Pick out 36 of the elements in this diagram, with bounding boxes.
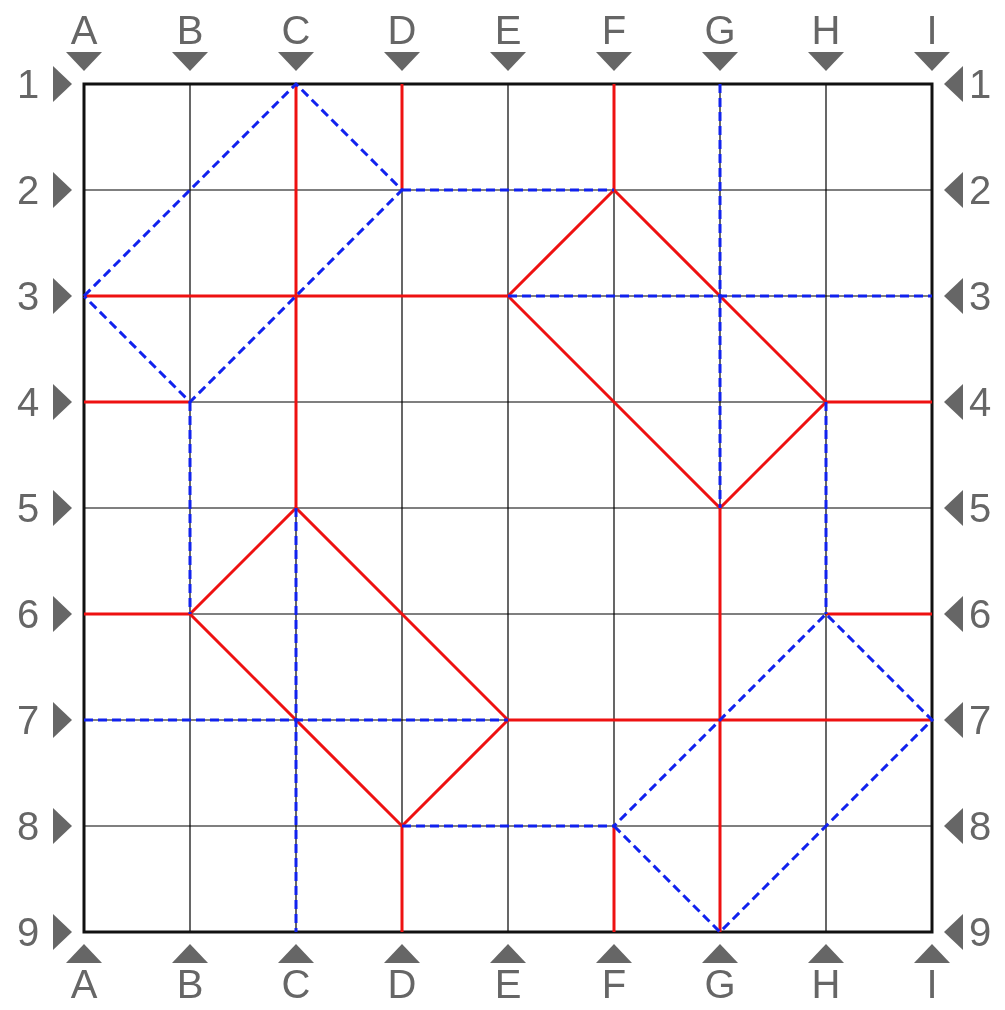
- grid-coordinate: F: [600, 964, 628, 1004]
- grid-coordinate: 4: [15, 382, 41, 422]
- grid-coordinate: 8: [967, 806, 993, 846]
- grid-coordinate: D: [386, 964, 418, 1004]
- grid-coordinate: 3: [967, 276, 993, 316]
- grid-coordinate: G: [703, 964, 737, 1004]
- grid-coordinate: I: [925, 10, 939, 50]
- grid-coordinate: I: [925, 964, 939, 1004]
- grid-coordinate: C: [280, 10, 312, 50]
- grid-coordinate: B: [175, 964, 205, 1004]
- grid-coordinate: D: [386, 10, 418, 50]
- grid-coordinate: 3: [15, 276, 41, 316]
- grid-coordinate: B: [175, 10, 205, 50]
- grid-coordinate: 2: [15, 170, 41, 210]
- grid-coordinate: F: [600, 10, 628, 50]
- grid-coordinate: E: [493, 10, 523, 50]
- grid-coordinate: A: [69, 964, 99, 1004]
- grid-coordinate: 5: [15, 488, 41, 528]
- grid-coordinate: 1: [15, 64, 41, 104]
- grid-coordinate: C: [280, 964, 312, 1004]
- grid-coordinate: 9: [15, 912, 41, 952]
- grid-coordinate: 6: [967, 594, 993, 634]
- grid-coordinate: 9: [967, 912, 993, 952]
- grid-coordinate: 1: [967, 64, 993, 104]
- grid-coordinate: 7: [15, 700, 41, 740]
- grid-coordinate: 7: [967, 700, 993, 740]
- grid-coordinate: 8: [15, 806, 41, 846]
- grid-coordinate: 6: [15, 594, 41, 634]
- grid-coordinate: 2: [967, 170, 993, 210]
- grid-coordinate: E: [493, 964, 523, 1004]
- grid-coordinate: H: [810, 964, 842, 1004]
- grid-coordinate: 4: [967, 382, 993, 422]
- grid-coordinate: H: [810, 10, 842, 50]
- grid-coordinate: A: [69, 10, 99, 50]
- grid-coordinate: G: [703, 10, 737, 50]
- grid-coordinate: 5: [967, 488, 993, 528]
